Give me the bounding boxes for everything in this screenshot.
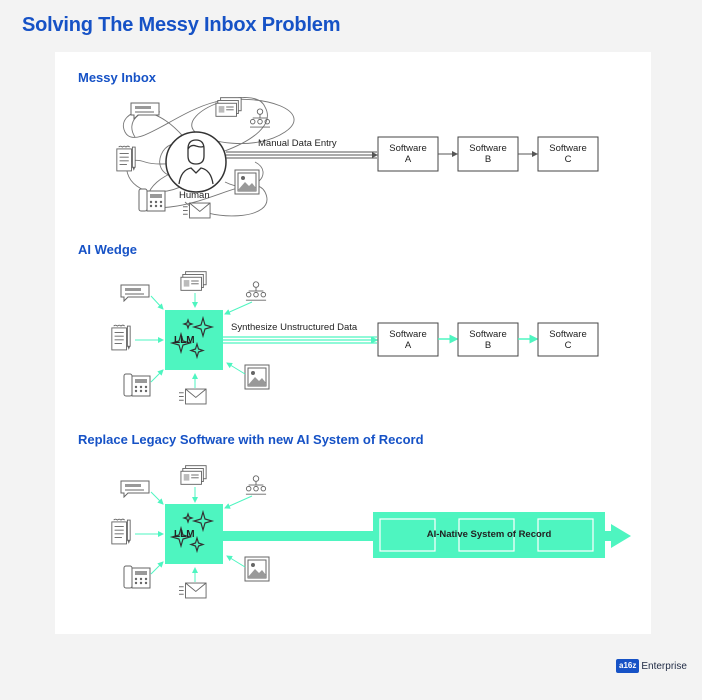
- contact-cards-icon: [180, 271, 207, 291]
- enterprise-label: Enterprise: [641, 660, 687, 672]
- envelope-icon: [179, 388, 207, 405]
- software-b-box-2: [457, 322, 519, 357]
- ai-native-system-label: AI-Native System of Record: [426, 529, 552, 540]
- manual-data-entry-label: Manual Data Entry: [258, 138, 337, 149]
- human-label: Human: [179, 190, 210, 201]
- llm-box-2: [165, 504, 223, 564]
- software-c-box-2: [537, 322, 599, 357]
- notepad-icon: [116, 145, 136, 172]
- contact-cards-icon: [180, 465, 207, 485]
- page-title: Solving The Messy Inbox Problem: [22, 14, 341, 36]
- phone-icon: [123, 373, 151, 397]
- people-icon: [245, 281, 267, 301]
- diagram-canvas: [111, 97, 631, 599]
- image-icon: [244, 556, 270, 582]
- phone-icon: [123, 565, 151, 589]
- envelope-icon: [183, 202, 211, 219]
- notepad-icon: [111, 518, 131, 545]
- replace-legacy-diagram: [111, 465, 631, 599]
- messy-inbox-diagram: [116, 97, 599, 219]
- llm-box-1: [165, 310, 223, 370]
- software-b-box-1: [457, 136, 519, 172]
- a16z-logo: a16z: [616, 659, 640, 673]
- chat-bubble-icon: [120, 480, 150, 498]
- contact-cards-icon: [215, 97, 242, 117]
- diagram-card: Messy Inbox AI Wedge Replace Legacy Soft…: [55, 52, 651, 634]
- synthesize-label: Synthesize Unstructured Data: [231, 322, 358, 333]
- people-icon: [245, 475, 267, 495]
- envelope-icon: [179, 582, 207, 599]
- phone-icon: [138, 188, 166, 212]
- section-title-replace-legacy: Replace Legacy Software with new AI Syst…: [78, 432, 424, 447]
- human-avatar: [165, 131, 227, 193]
- system-of-record-band: [373, 512, 605, 558]
- section-title-messy-inbox: Messy Inbox: [78, 70, 157, 85]
- llm-label-1: LLM: [174, 335, 195, 346]
- person-icon: [178, 139, 214, 185]
- chat-bubble-icon: [130, 102, 160, 120]
- chat-bubble-icon: [120, 284, 150, 302]
- llm-label-2: LLM: [174, 529, 195, 540]
- a16z-enterprise-logo: a16z Enterprise: [616, 659, 687, 673]
- messy-tangle-lines: [123, 97, 295, 217]
- notepad-icon: [111, 324, 131, 351]
- image-icon: [244, 364, 270, 390]
- software-c-box-1: [537, 136, 599, 172]
- section-title-ai-wedge: AI Wedge: [78, 242, 137, 257]
- image-icon: [234, 169, 260, 195]
- ai-wedge-diagram: [111, 271, 599, 405]
